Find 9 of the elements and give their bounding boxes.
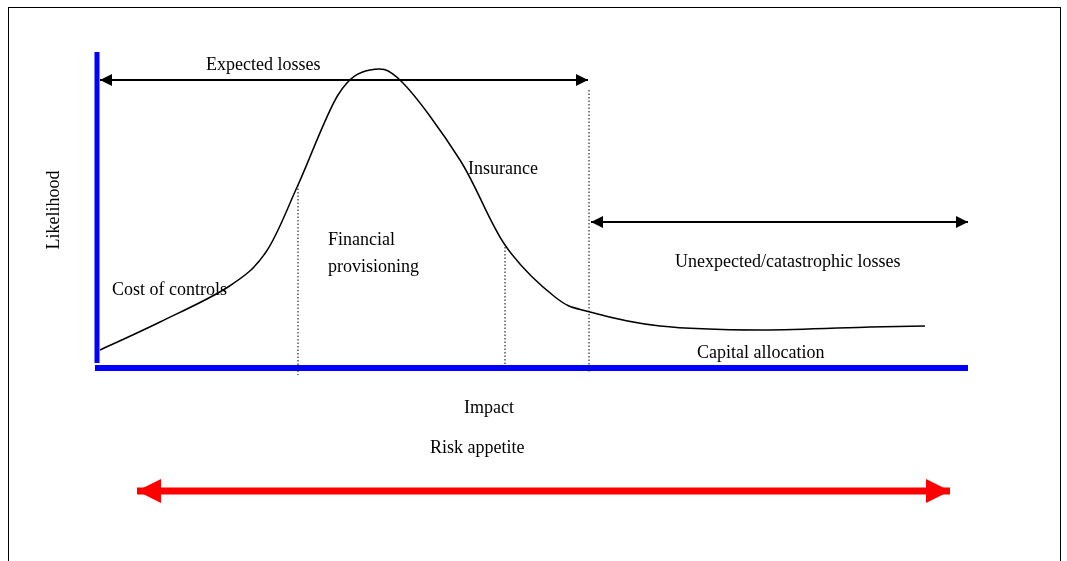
text-label: Capital allocation [697, 341, 825, 364]
text-label: Expected losses [206, 53, 321, 76]
axis-label: Likelihood [42, 170, 63, 250]
text-label: Risk appetite [430, 436, 525, 459]
text-label: Unexpected/catastrophic losses [675, 250, 901, 273]
text-label: Financial provisioning [328, 228, 420, 278]
text-label: Insurance [468, 157, 538, 180]
text-label: Cost of controls [112, 278, 227, 301]
text-label: Impact [464, 396, 514, 419]
